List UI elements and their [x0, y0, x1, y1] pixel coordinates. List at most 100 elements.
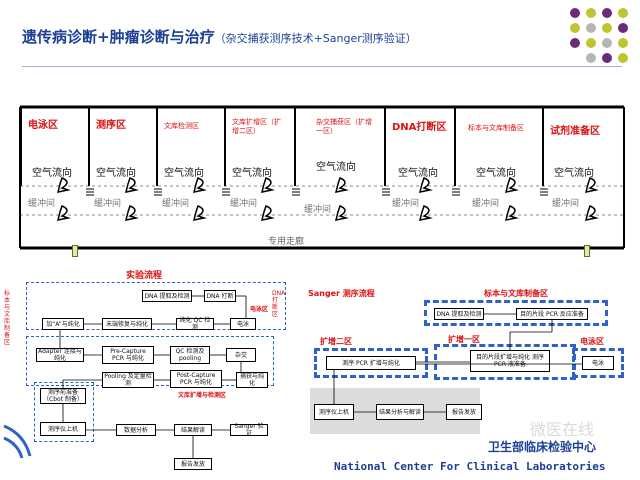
- buffer-label: 缓冲间: [94, 199, 122, 209]
- arrow-icon: [56, 177, 71, 193]
- room-label: 标本与文库制备区: [468, 124, 524, 132]
- page-subtitle: （杂交捕获测序技术+Sanger测序验证）: [214, 32, 417, 45]
- arrow-icon: [418, 205, 433, 221]
- region-amp2: [314, 348, 428, 378]
- sanger-step-seq-run: 测序仪上机: [314, 404, 354, 420]
- airflow-label: 空气流向: [476, 168, 516, 179]
- room-sequencing: 测序区: [88, 108, 156, 186]
- arrow-icon: [260, 205, 275, 221]
- room-dna-shearing: DNA打断区: [384, 108, 454, 186]
- arrow-icon: [334, 177, 349, 193]
- step-add-a: 加“A”与纯化: [42, 318, 84, 330]
- step-capture-purify: 捕获与纯化: [236, 372, 268, 388]
- step-dna-shear: DNA 打断: [204, 290, 236, 302]
- airflow-label: 空气流向: [32, 168, 72, 179]
- room-label: 试剂准备区: [550, 126, 600, 137]
- airflow-label: 空气流向: [232, 168, 272, 179]
- lab-floorplan: 电泳区 测序区 文库检测区 文库扩增区（扩增二区） 杂交捕获区（扩增一区） DN…: [19, 105, 625, 257]
- buffer-label: 缓冲间: [392, 199, 420, 209]
- sanger-flow-arrows: [333, 313, 582, 413]
- room-hybrid-capture: 杂交捕获区（扩增一区）: [294, 108, 384, 186]
- experiment-flow-arrows: [59, 295, 247, 458]
- airflow-label: 空气流向: [164, 168, 204, 179]
- room-library-amplification: 文库扩增区（扩增二区）: [224, 108, 294, 186]
- step-seq-prep: 测序前准备（Cbot 制备）: [40, 388, 86, 404]
- region-electro: [572, 348, 624, 378]
- arrow-icon: [260, 177, 275, 193]
- org-name-cn: 卫生部临床检验中心: [488, 440, 597, 454]
- arrow-icon: [584, 177, 599, 193]
- experiment-flow-title: 实验流程: [126, 271, 163, 281]
- room-library-detection: 文库检测区: [156, 108, 224, 186]
- arrow-icon: [334, 205, 349, 221]
- globe-icon: [3, 424, 32, 459]
- step-sanger: Sanger 验证: [230, 423, 268, 437]
- buffer-label: 缓冲间: [28, 199, 56, 209]
- org-name-en: National Center For Clinical Laboratorie…: [334, 460, 606, 473]
- airflow-label: 空气流向: [398, 168, 438, 179]
- arrow-icon: [584, 205, 599, 221]
- buffer-label: 缓冲间: [472, 199, 500, 209]
- step-pooling-qc: Pooling 及定量检测: [102, 372, 154, 388]
- region-sequencing: [34, 382, 94, 442]
- step-data-analysis: 数据分析: [116, 424, 156, 436]
- sanger-flow-title: Sanger 测序流程: [308, 289, 375, 298]
- step-purify-qc: 纯化 QC 检测: [176, 317, 214, 331]
- region-label-electro: 电泳区: [580, 337, 604, 346]
- arrow-icon: [124, 205, 139, 221]
- region-label-amp2: 扩增二区: [320, 337, 352, 346]
- arrow-icon: [504, 177, 519, 193]
- step-hybrid: 杂交: [226, 348, 256, 362]
- airflow-label: 空气流向: [316, 162, 356, 173]
- buffer-label: 缓冲间: [230, 199, 258, 209]
- step-pre-capture: Pre-Capture PCR 与纯化: [102, 346, 154, 364]
- experiment-flow-panel: 实验流程 标本与文库制备区 DNA打断区 DNA 提取及检测 DNA 打断 电泳…: [0, 262, 300, 476]
- step-result-read: 结果解读: [174, 424, 212, 436]
- step-adaptor: Adapter 连接与纯化: [36, 348, 84, 362]
- sanger-step-report: 报告发放: [446, 404, 482, 420]
- buffer-label: 缓冲间: [552, 199, 580, 209]
- arrow-icon: [56, 205, 71, 221]
- buffer-label: 缓冲间: [162, 199, 190, 209]
- step-electro: 电泳: [230, 318, 256, 330]
- step-seq-run: 测序仪上机: [40, 422, 86, 436]
- page-title: 遗传病诊断+肿瘤诊断与治疗（杂交捕获测序技术+Sanger测序验证）: [22, 28, 417, 46]
- arrow-icon: [124, 177, 139, 193]
- step-report: 报告发放: [174, 458, 212, 470]
- buffer-label: 缓冲间: [304, 205, 332, 215]
- room-reagent-prep: 试剂准备区: [542, 108, 624, 186]
- sanger-step-seq-pcr: 测序 PCR 扩增与纯化: [326, 356, 416, 370]
- sanger-step-electro: 电泳: [582, 356, 614, 370]
- corridor-label: 专用走廊: [268, 237, 305, 247]
- region-label-detect: 文库扩增与检测区: [178, 392, 227, 399]
- step-post-capture: Post-Capture PCR 与纯化: [170, 370, 222, 388]
- room-label: 文库扩增区（扩增二区）: [232, 118, 281, 135]
- arrow-icon: [192, 205, 207, 221]
- side-label-sample-prep: 标本与文库制备区: [4, 290, 11, 346]
- step-end-repair: 末端修复与纯化: [102, 318, 152, 330]
- arrow-icon: [418, 177, 433, 193]
- sanger-step-dna-extract: DNA 提取及检测: [434, 308, 484, 320]
- room-sample-library-prep: 标本与文库制备区: [454, 108, 542, 186]
- region-sample-prep: [26, 282, 286, 330]
- airflow-arrows: [56, 177, 599, 221]
- room-label: DNA打断区: [392, 122, 447, 133]
- door-right: [584, 245, 590, 257]
- airflow-label: 空气流向: [554, 168, 594, 179]
- sanger-step-target-pcr: 目的片段 PCR 反应准备: [516, 308, 588, 320]
- arrow-icon: [504, 205, 519, 221]
- sanger-flow-panel: Sanger 测序流程 标本与文库制备区 DNA 提取及检测 目的片段 PCR …: [300, 278, 640, 438]
- floorplan-walls: [19, 105, 625, 250]
- side-label-dna-shear: DNA打断区: [272, 290, 286, 318]
- watermark: 微医在线: [530, 420, 595, 439]
- room-label: 电泳区: [28, 120, 58, 131]
- room-electrophoresis: 电泳区: [20, 108, 88, 186]
- region-label-amp1: 扩增一区: [448, 335, 480, 344]
- door-left: [72, 245, 78, 257]
- sanger-step-analysis: 结果分析与解读: [376, 404, 424, 420]
- title-divider: [22, 66, 622, 67]
- step-qc-pooling: QC 检测及 pooling: [170, 346, 210, 364]
- decorative-dots: [568, 6, 632, 64]
- region-label-prep: 标本与文库制备区: [484, 289, 548, 298]
- room-label: 杂交捕获区（扩增一区）: [316, 118, 372, 135]
